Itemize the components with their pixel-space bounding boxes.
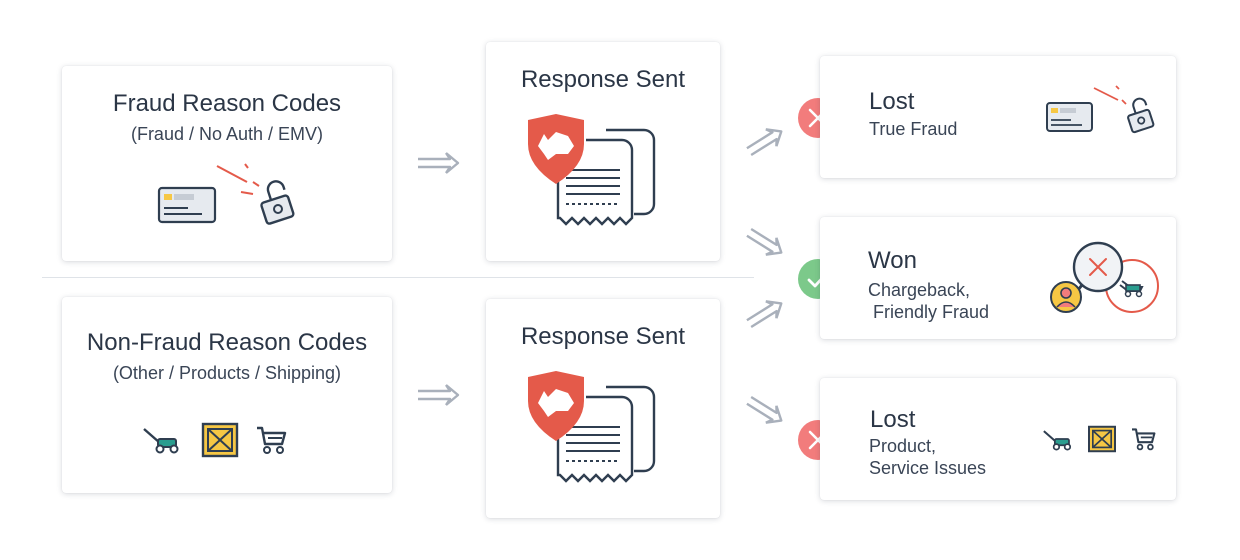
nonfraud-reason-codes-card: Non-Fraud Reason Codes (Other / Products… <box>62 297 392 493</box>
rhino-shield-receipt-icon <box>528 371 656 483</box>
arrow-up-right-icon <box>746 300 783 329</box>
laser-lines-icon <box>216 163 260 195</box>
magnifier-investigation-icon <box>1050 241 1159 313</box>
section-divider <box>42 277 754 278</box>
outcome-title: Lost <box>870 406 916 433</box>
outcome-won-friendly-fraud-card: Won Chargeback, Friendly Fraud <box>820 217 1176 339</box>
nonfraud-card-title: Non-Fraud Reason Codes <box>86 329 368 356</box>
credit-card-icon <box>1046 102 1093 132</box>
arrow-right-icon <box>418 152 460 174</box>
lawn-mower-icon <box>143 428 179 454</box>
outcome-description-line1: Product, <box>869 436 937 456</box>
outcome-title: Lost <box>869 88 915 115</box>
nonfraud-card-subtitle: (Other / Products / Shipping) <box>112 363 342 383</box>
arrow-up-right-icon <box>746 128 783 157</box>
response-sent-title: Response Sent <box>520 323 686 350</box>
shipping-crate-icon <box>201 422 239 458</box>
shopping-cart-icon <box>1132 428 1156 451</box>
outcome-description-line1: Chargeback, <box>868 280 971 300</box>
fraud-reason-codes-card: Fraud Reason Codes (Fraud / No Auth / EM… <box>62 66 392 261</box>
arrow-right-icon <box>418 384 460 406</box>
open-padlock-icon <box>260 180 295 225</box>
open-padlock-icon <box>1127 97 1155 134</box>
arrow-down-right-icon <box>746 227 783 256</box>
outcome-title: Won <box>868 247 917 274</box>
outcome-description-line2: Friendly Fraud <box>873 302 990 322</box>
credit-card-icon <box>157 186 217 224</box>
rhino-shield-receipt-icon <box>528 114 656 226</box>
laser-lines-icon <box>1093 85 1127 105</box>
outcome-description: True Fraud <box>869 119 958 139</box>
lawn-mower-icon <box>1043 430 1072 451</box>
fraud-card-subtitle: (Fraud / No Auth / EMV) <box>130 124 324 144</box>
outcome-lost-true-fraud-card: Lost True Fraud <box>820 56 1176 178</box>
outcome-description-line2: Service Issues <box>869 458 987 478</box>
outcome-lost-product-card: Lost Product, Service Issues <box>820 378 1176 500</box>
shopping-cart-icon <box>257 426 287 454</box>
fraud-card-title: Fraud Reason Codes <box>112 90 342 117</box>
response-sent-card-top: Response Sent <box>486 42 720 261</box>
response-sent-card-bottom: Response Sent <box>486 299 720 518</box>
shipping-crate-icon <box>1088 425 1116 453</box>
arrow-down-right-icon <box>746 395 783 424</box>
response-sent-title: Response Sent <box>520 66 686 93</box>
